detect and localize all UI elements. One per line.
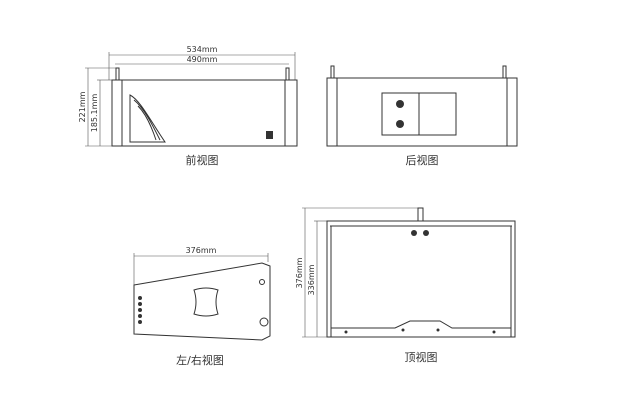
top-view: 376mm 336mm 顶视图	[295, 207, 516, 364]
horn-waveguide	[129, 94, 166, 143]
top-cabinet	[326, 220, 516, 338]
connector-icon	[396, 120, 404, 128]
back-view-caption: 后视图	[406, 153, 439, 167]
dim-185-label: 185.1mm	[90, 94, 99, 133]
dim-490-label: 490mm	[187, 55, 218, 64]
dim-376-side-label: 376mm	[186, 246, 217, 255]
dim-376-top-label: 376mm	[295, 257, 304, 288]
logo-icon	[266, 131, 273, 139]
front-view-caption: 前视图	[186, 153, 219, 167]
handle-recess	[193, 287, 219, 317]
back-view: 后视图	[326, 65, 518, 167]
dim-534-label: 534mm	[187, 45, 218, 54]
front-view: 534mm 490mm 221mm 185.1mm 前视图	[78, 45, 298, 167]
dim-221-label: 221mm	[78, 91, 87, 122]
connector-icon	[396, 100, 404, 108]
side-cabinet	[133, 262, 271, 341]
side-view: 376mm 左/右视图	[133, 246, 271, 367]
back-cabinet	[326, 77, 518, 147]
top-view-caption: 顶视图	[405, 350, 438, 364]
side-view-caption: 左/右视图	[176, 353, 224, 367]
dim-336-label: 336mm	[307, 264, 316, 295]
